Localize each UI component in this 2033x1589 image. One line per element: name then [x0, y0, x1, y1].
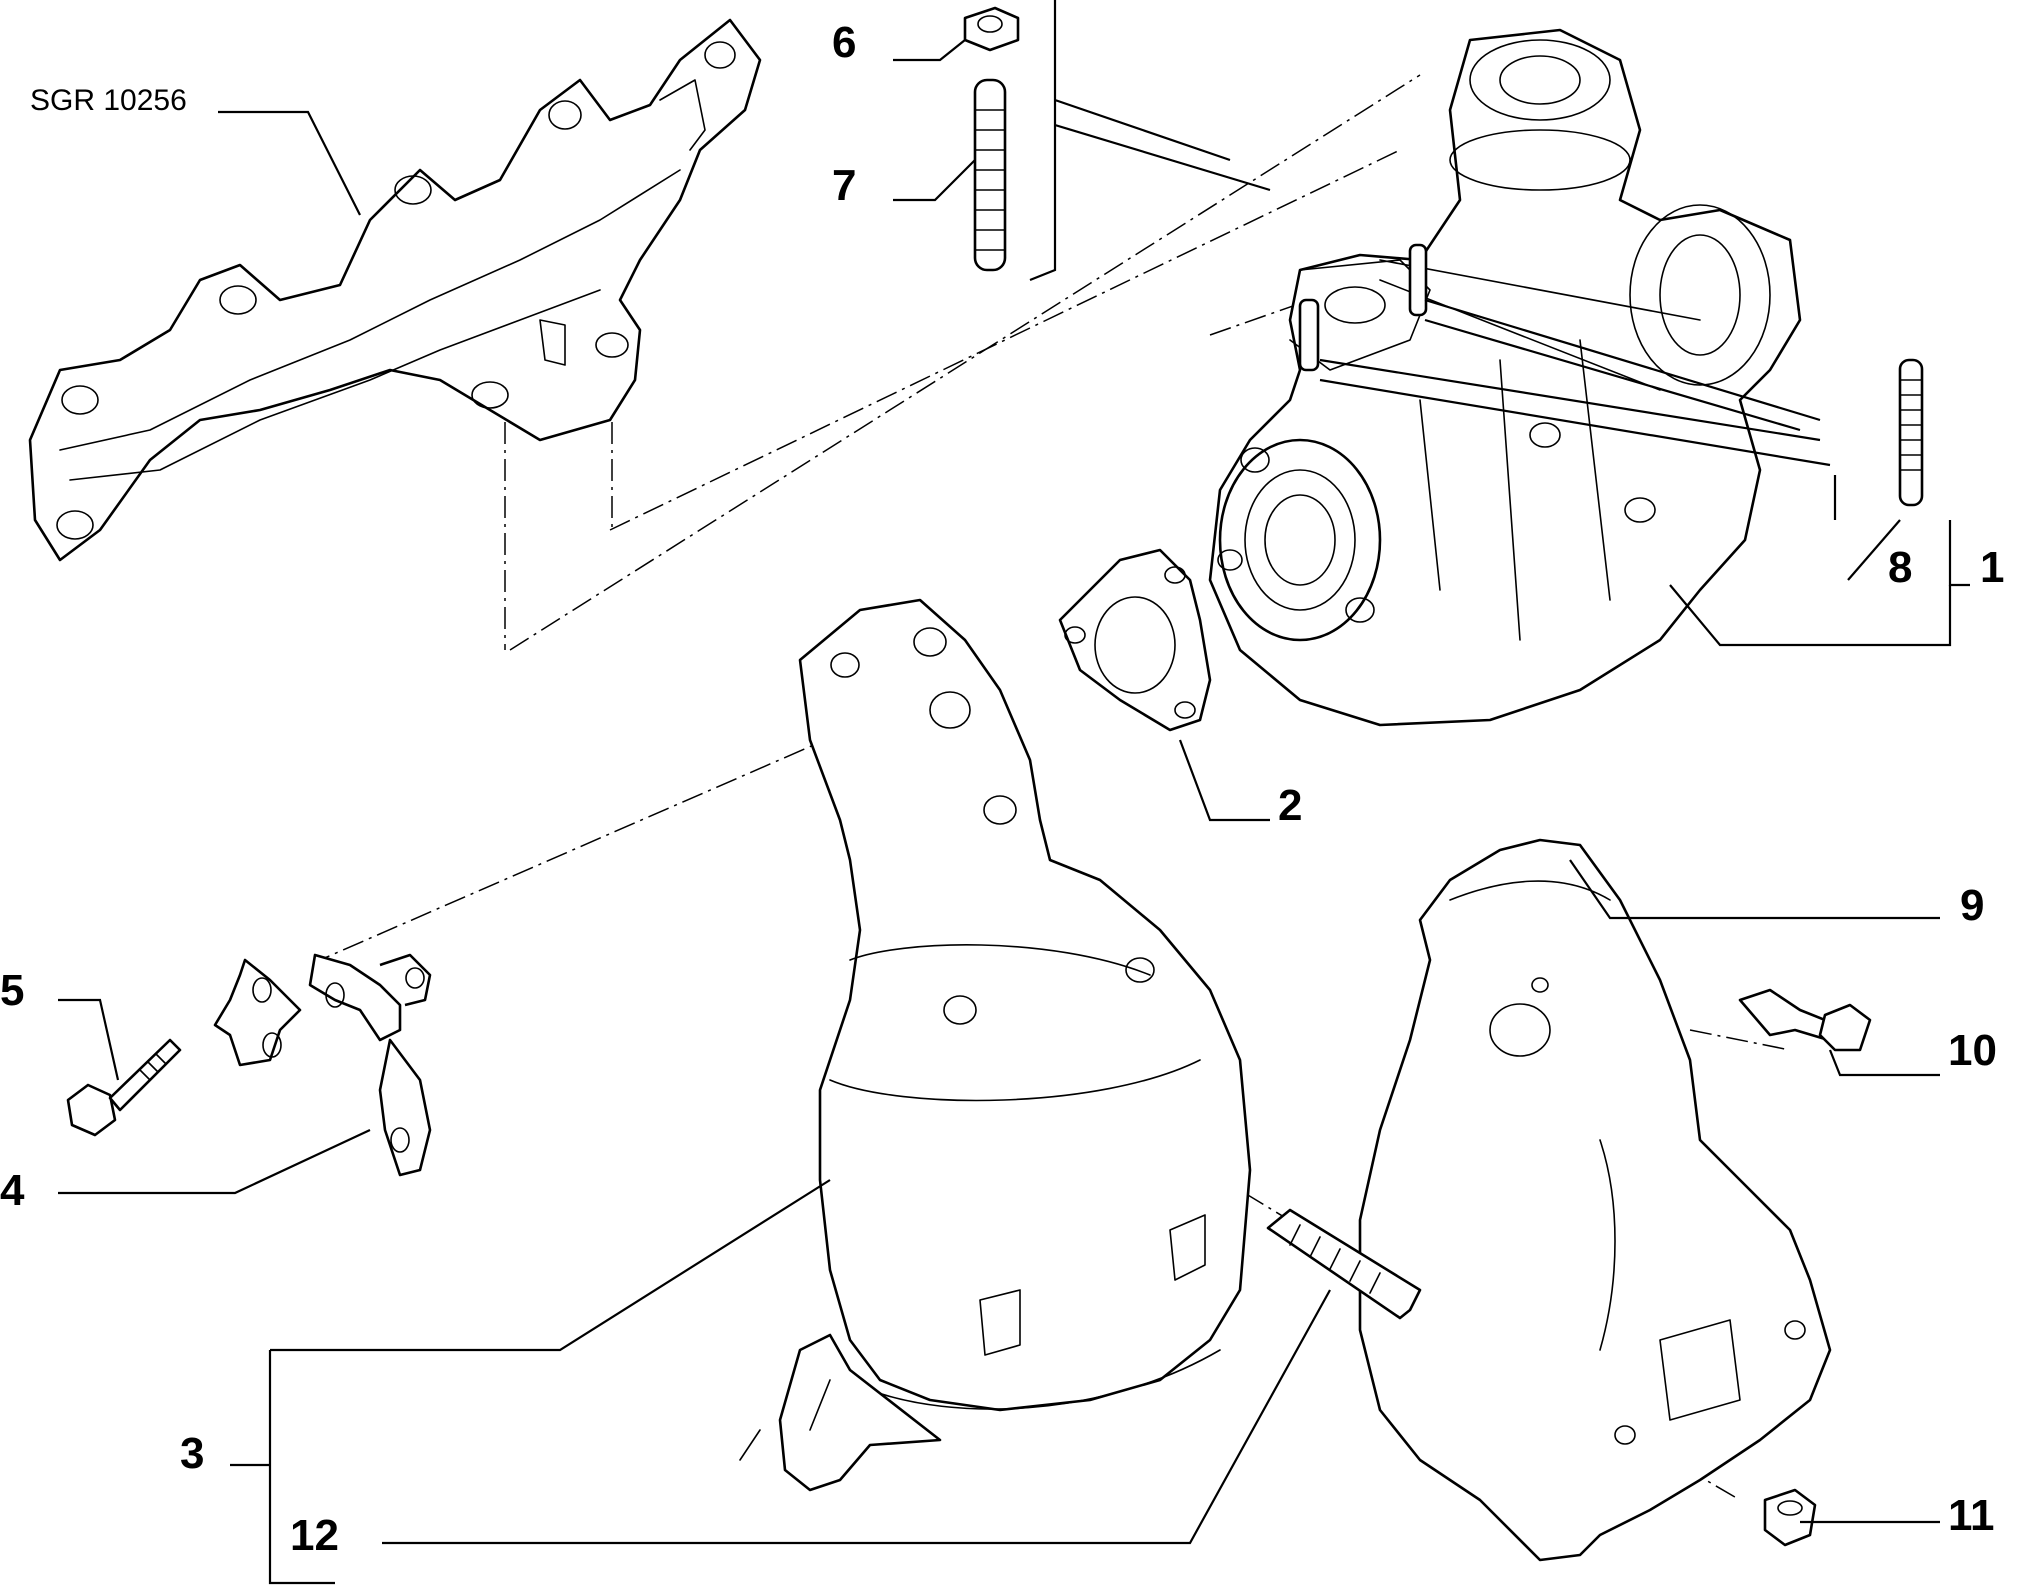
callout-9: 9	[1960, 881, 1984, 930]
callout-8: 8	[1888, 543, 1912, 592]
stud-part-8	[1898, 358, 1924, 507]
callout-5: 5	[0, 966, 24, 1015]
callout-2: 2	[1278, 781, 1302, 830]
heat-shield-part-9	[1358, 838, 1832, 1562]
turbocharger-part-1	[1208, 28, 1802, 727]
callout-4: 4	[0, 1166, 25, 1215]
bolt-part-5	[66, 1038, 182, 1137]
nut-part-11	[1763, 1488, 1817, 1547]
nut-part-6	[963, 6, 1020, 52]
callout-3: 3	[180, 1429, 204, 1478]
bolt-part-10	[1738, 988, 1872, 1052]
gasket-part-2	[1058, 548, 1212, 732]
stud-part-7	[973, 78, 1007, 272]
bracket-6-7	[1029, 0, 1271, 282]
leader-lines	[58, 39, 1970, 1585]
exhaust-manifold	[28, 18, 762, 562]
reference-code: SGR 10256	[30, 84, 187, 117]
catalytic-converter-part-3	[739, 598, 1252, 1492]
stud-part-12	[1266, 1208, 1422, 1320]
convergence-lines-8	[1319, 298, 1837, 520]
bracket-part-4	[213, 953, 432, 1177]
callout-6: 6	[832, 18, 856, 67]
callout-11: 11	[1948, 1491, 1995, 1540]
callout-7: 7	[832, 161, 856, 210]
callout-10: 10	[1948, 1026, 1997, 1075]
callout-1: 1	[1980, 543, 2004, 592]
callout-12: 12	[290, 1511, 339, 1560]
